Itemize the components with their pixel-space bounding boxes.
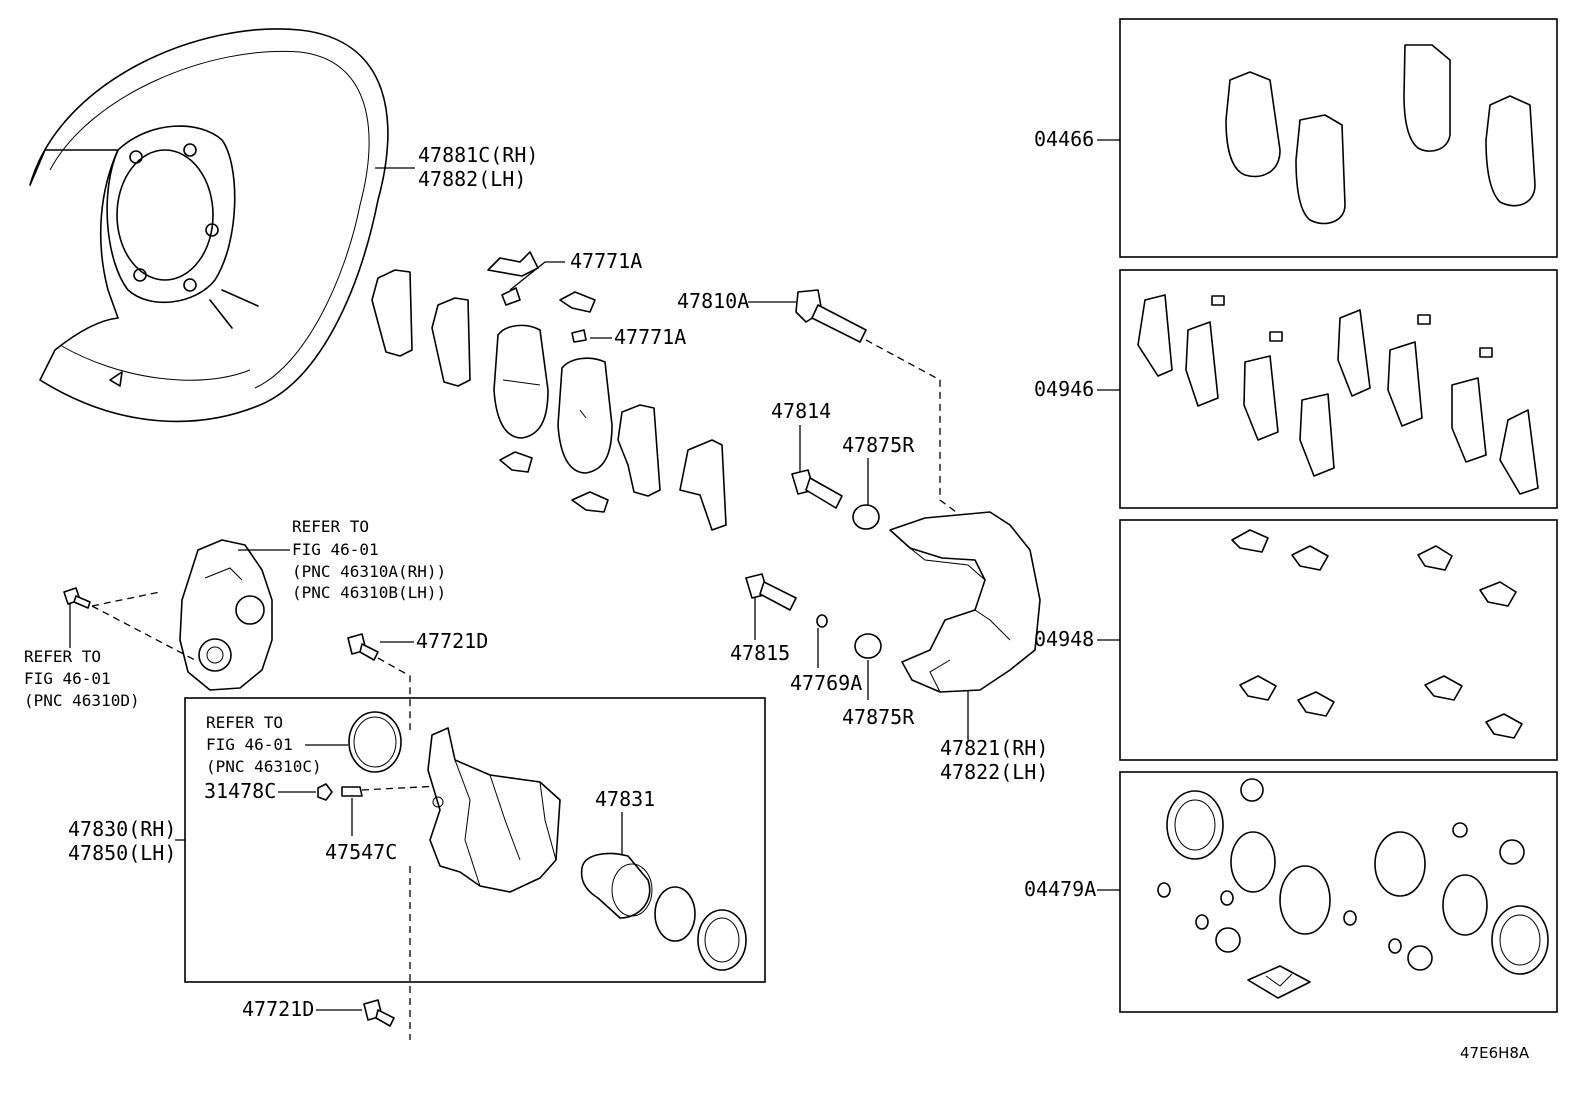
boot-875r-bot-illustration <box>854 633 882 659</box>
piston-47831-label: 47831 <box>595 787 655 811</box>
clip-a-top-label: 47771A <box>570 249 642 273</box>
kit-04946-box <box>1119 269 1558 509</box>
refer-bolt-line1: REFER TO <box>24 647 101 666</box>
caliper-rh-label: 47830(RH) <box>68 817 176 841</box>
bolt-810a-dashline <box>865 339 961 516</box>
bleeder-47547c-label: 47547C <box>325 840 397 864</box>
bolt-721d-bot-illustration <box>363 999 395 1027</box>
bolt-810a-label: 47810A <box>677 289 749 313</box>
refer-knuckle-line3: (PNC 46310A(RH)) <box>292 562 446 581</box>
bolt-721d-top-dashline <box>377 657 411 730</box>
knuckle-bolt-illustration <box>63 587 91 609</box>
piston-47831-illustration <box>580 852 653 919</box>
boot-875r-top-illustration <box>852 504 880 530</box>
knuckle-bolt-dashline <box>91 591 196 661</box>
caliper-seal-illustration <box>348 711 402 773</box>
bolt-721d-top-label: 47721D <box>416 629 488 653</box>
kit-04946-shims-illustration <box>1137 294 1539 495</box>
plug-31478c-illustration <box>317 783 333 801</box>
caliper-body-illustration <box>427 727 561 893</box>
mount-lh-label: 47822(LH) <box>940 760 1048 784</box>
knuckle-illustration <box>179 539 273 691</box>
bolt-721d-top-illustration <box>347 633 379 661</box>
refer-bolt-line3: (PNC 46310D) <box>24 691 140 710</box>
bolt-810a-illustration <box>795 289 867 343</box>
piston-seal-illustration <box>654 886 696 942</box>
kit-04946-label: 04946 <box>1034 377 1094 401</box>
refer-knuckle-line1: REFER TO <box>292 517 369 536</box>
kit-04479a-seals-illustration <box>1157 778 1549 999</box>
shield-lh-label: 47882(LH) <box>418 167 526 191</box>
refer-seal-line3: (PNC 46310C) <box>206 757 322 776</box>
pin-814-illustration <box>791 469 843 509</box>
boot-875r-bot-label: 47875R <box>842 705 915 729</box>
clip-a-mid-label: 47771A <box>614 325 686 349</box>
bolt-721d-bot-label: 47721D <box>242 997 314 1021</box>
refer-seal-line2: FIG 46-01 <box>206 735 293 754</box>
kit-04479a-box <box>1119 771 1558 1013</box>
refer-bolt-line2: FIG 46-01 <box>24 669 111 688</box>
kit-04948-label: 04948 <box>1034 627 1094 651</box>
pin-815-label: 47815 <box>730 641 790 665</box>
clip-a-top-leader <box>509 261 565 291</box>
kit-04466-box <box>1119 18 1558 258</box>
plug-31478c-label: 31478C <box>204 779 276 803</box>
caliper-lh-label: 47850(LH) <box>68 841 176 865</box>
pin-815-illustration <box>745 573 797 611</box>
bleeder-dashline <box>361 785 441 791</box>
figure-code: 47E6H8A <box>1460 1044 1530 1062</box>
kit-04466-pads-illustration <box>1225 44 1536 225</box>
dust-shield-illustration <box>29 28 389 423</box>
kit-04466-label: 04466 <box>1034 127 1094 151</box>
bleeder-47547c-illustration <box>341 786 363 797</box>
pin-814-label: 47814 <box>771 399 831 423</box>
refer-knuckle-line4: (PNC 46310B(LH)) <box>292 583 446 602</box>
ring-769a-label: 47769A <box>790 671 862 695</box>
mount-rh-label: 47821(RH) <box>940 736 1048 760</box>
refer-seal-line1: REFER TO <box>206 713 283 732</box>
ring-769a-illustration <box>816 614 828 628</box>
refer-knuckle-line2: FIG 46-01 <box>292 540 379 559</box>
kit-04948-clips-illustration <box>1231 529 1523 739</box>
kit-04948-box <box>1119 519 1558 761</box>
mounting-bracket-illustration <box>889 511 1041 693</box>
brake-pad-set-illustration <box>371 251 727 531</box>
shield-rh-label: 47881C(RH) <box>418 143 538 167</box>
piston-boot-illustration <box>697 909 747 971</box>
kit-04479a-label: 04479A <box>1024 877 1096 901</box>
boot-875r-top-label: 47875R <box>842 433 915 457</box>
